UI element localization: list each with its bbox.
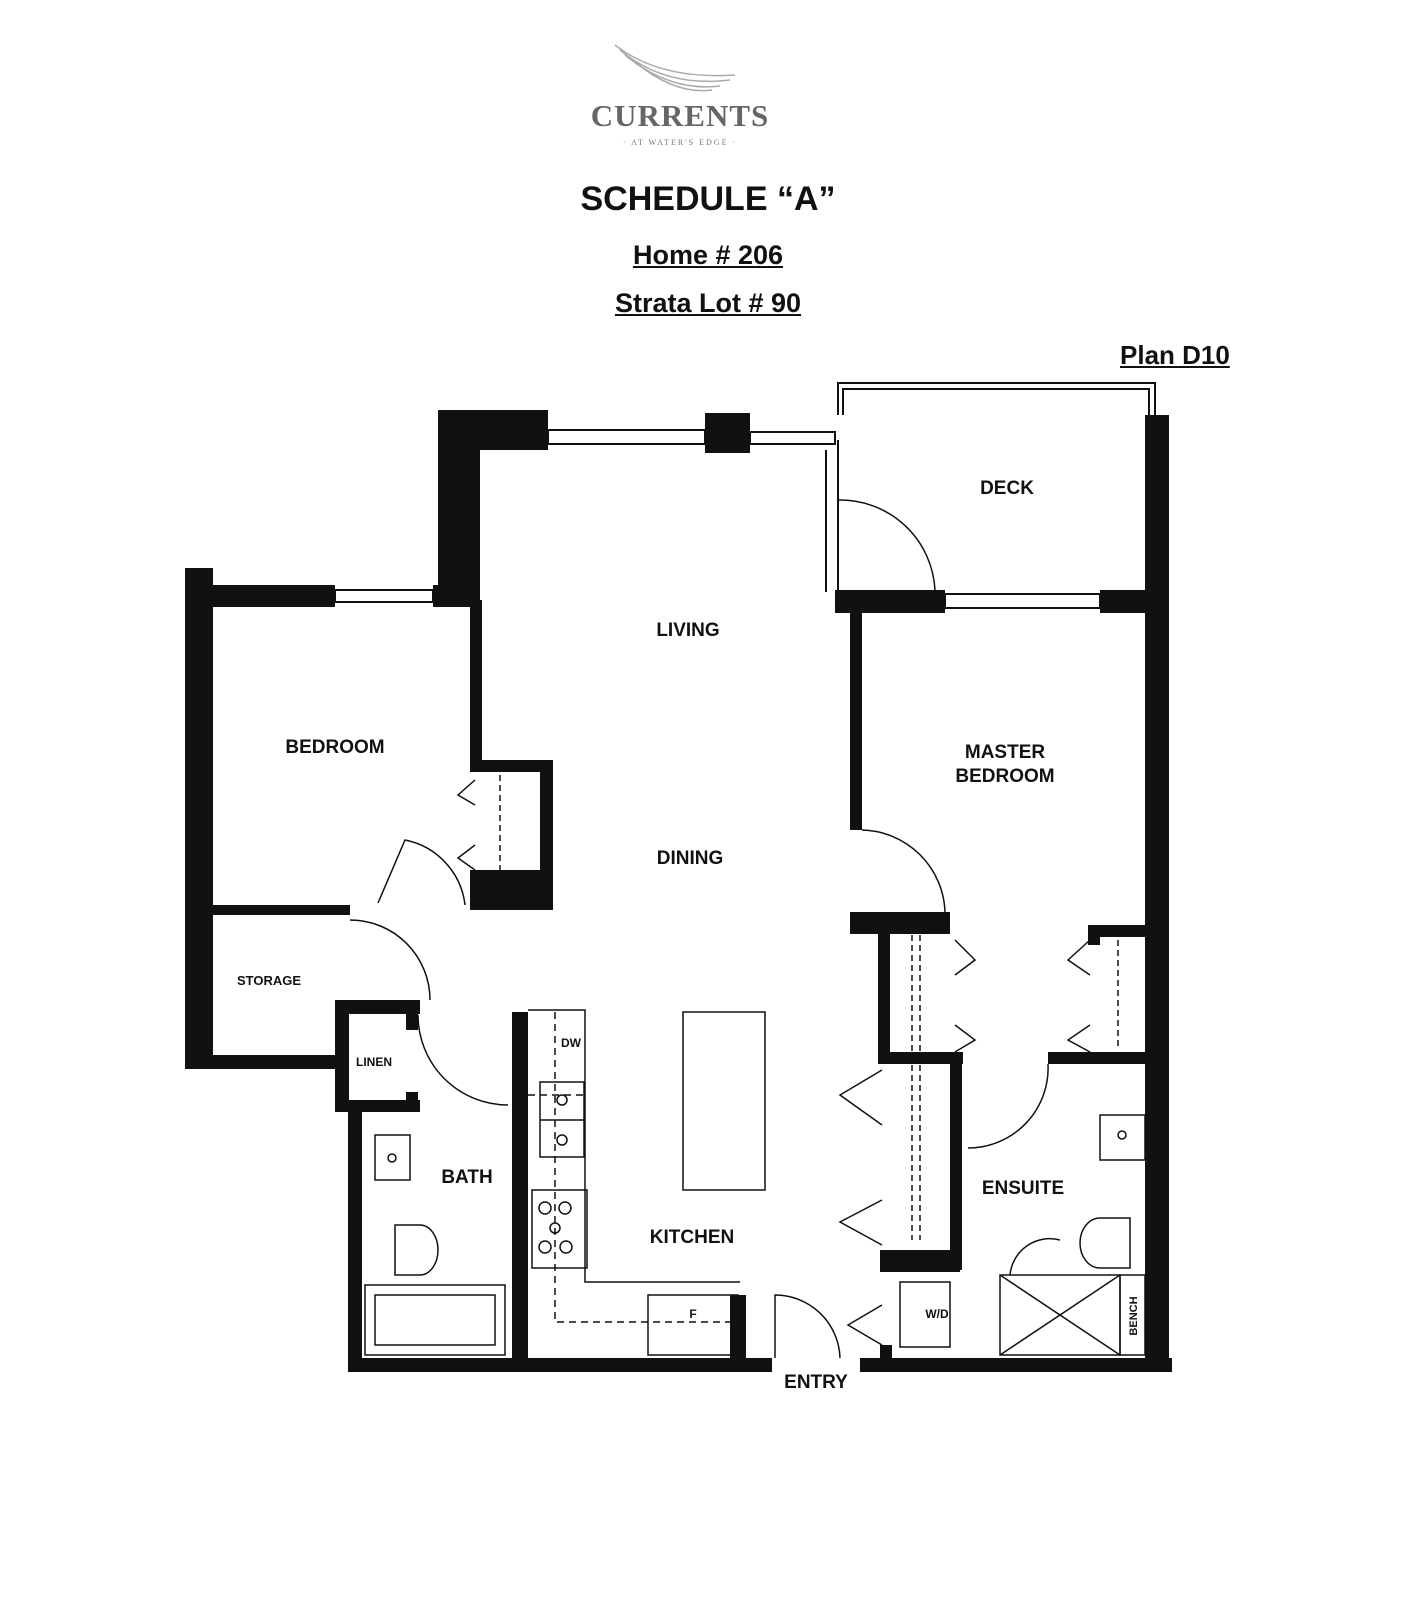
fixture-dishwasher: DW	[561, 1036, 582, 1050]
fixture-fridge: F	[689, 1307, 696, 1321]
room-label-entry: ENTRY	[784, 1372, 848, 1393]
plan-name: Plan D10	[1120, 340, 1230, 370]
room-label-living: LIVING	[656, 620, 719, 641]
room-label-storage: STORAGE	[237, 973, 301, 988]
room-label-deck: DECK	[980, 478, 1034, 499]
logo-tagline: · AT WATER'S EDGE ·	[622, 138, 738, 147]
room-label-bath: BATH	[441, 1167, 492, 1188]
home-number: Home # 206	[632, 240, 784, 270]
room-label-master-line2: BEDROOM	[955, 766, 1054, 787]
walls	[185, 410, 1172, 1372]
document-title: SCHEDULE “A”	[580, 180, 836, 218]
windows	[334, 382, 1156, 609]
logo-name: CURRENTS	[590, 98, 770, 133]
doors-and-fixtures	[349, 499, 1146, 1359]
room-label-kitchen: KITCHEN	[650, 1227, 734, 1248]
room-label-bedroom: BEDROOM	[285, 737, 384, 758]
room-label-ensuite: ENSUITE	[982, 1178, 1064, 1199]
fixture-bench: BENCH	[1128, 1296, 1140, 1335]
room-label-dining: DINING	[657, 848, 724, 869]
logo-wave-icon	[614, 44, 736, 92]
room-label-master-line1: MASTER	[965, 742, 1046, 763]
room-label-linen: LINEN	[356, 1055, 392, 1069]
strata-lot-number: Strata Lot # 90	[614, 288, 802, 318]
fixture-washer-dryer: W/D	[925, 1307, 949, 1321]
